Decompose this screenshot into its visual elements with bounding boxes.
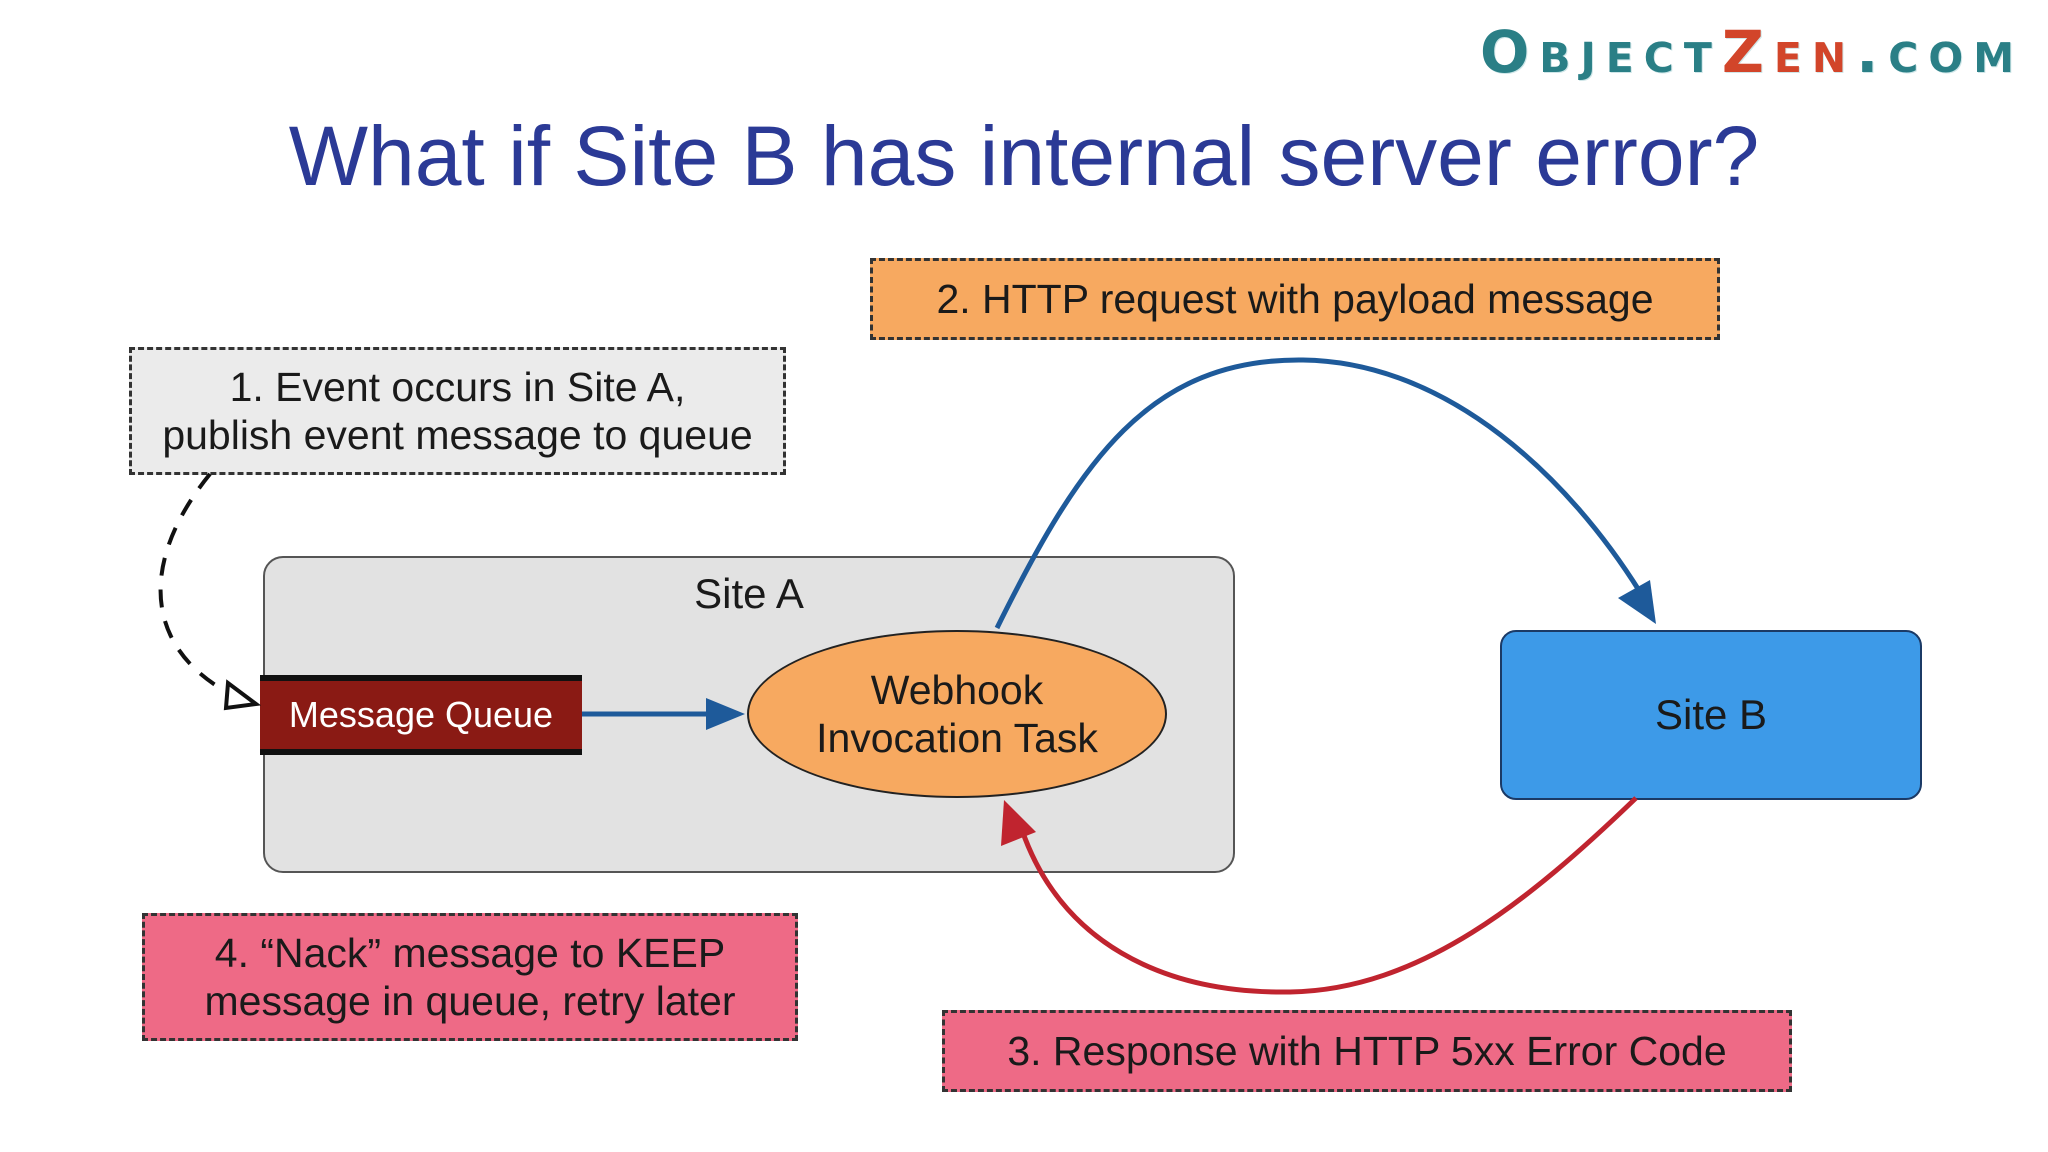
http-response-arrow-head (1001, 800, 1036, 846)
slide-title: What if Site B has internal server error… (288, 109, 1760, 203)
webhook-task-line-2: Invocation Task (816, 715, 1098, 761)
step-4-line-2: message in queue, retry later (204, 978, 736, 1024)
step-3-note: 3. Response with HTTP 5xx Error Code (942, 1010, 1792, 1092)
publish-arrow-head (223, 679, 262, 711)
step-3-text: 3. Response with HTTP 5xx Error Code (1007, 1028, 1727, 1074)
step-1-line-1: 1. Event occurs in Site A, (229, 364, 686, 410)
objectzen-logo: ObjectZen.com (1479, 18, 2024, 86)
http-request-arrow-head (1618, 580, 1656, 624)
step-2-text: 2. HTTP request with payload message (936, 276, 1654, 322)
webhook-task-line-1: Webhook (870, 667, 1044, 713)
message-queue: Message Queue (260, 675, 582, 755)
step-4-line-1: 4. “Nack” message to KEEP (214, 930, 726, 976)
publish-dashed-arrow (158, 472, 239, 700)
site-b-label: Site B (1654, 691, 1768, 738)
http-request-arrow (994, 357, 1643, 630)
http-response-arrow (1019, 796, 1638, 995)
step-1-line-2: publish event message to queue (162, 412, 753, 458)
site-a-label: Site A (694, 570, 804, 617)
message-queue-label: Message Queue (288, 694, 554, 735)
webhook-invocation-task: Webhook Invocation Task (747, 630, 1167, 798)
step-1-note: 1. Event occurs in Site A, publish event… (129, 347, 786, 475)
step-2-note: 2. HTTP request with payload message (870, 258, 1720, 340)
queue-to-task-arrow-head (706, 698, 745, 730)
site-b-box: Site B (1500, 630, 1922, 800)
step-4-note: 4. “Nack” message to KEEP message in que… (142, 913, 798, 1041)
